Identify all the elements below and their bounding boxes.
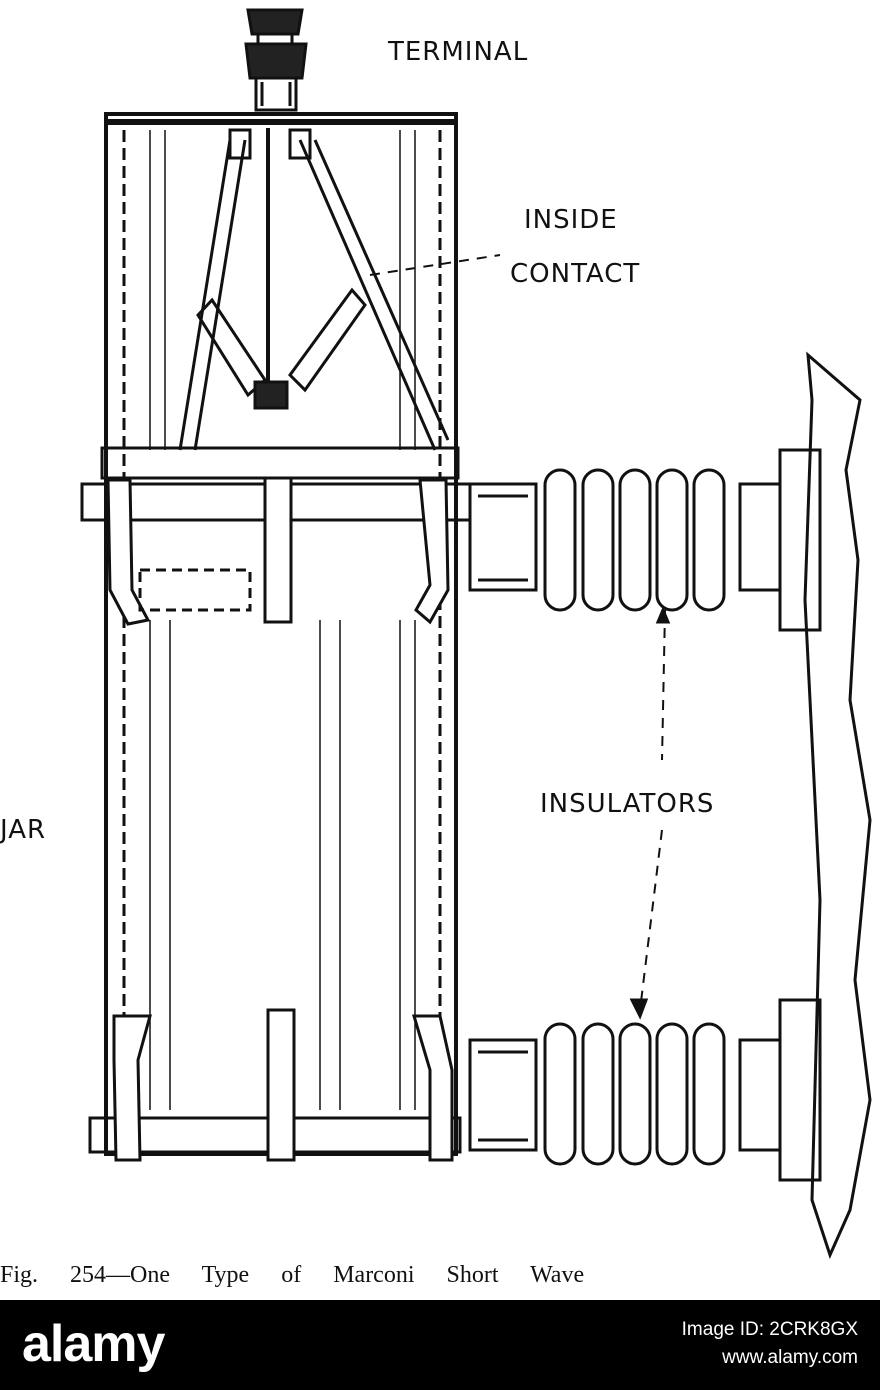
watermark-info: Image ID: 2CRK8GX www.alamy.com <box>682 1316 858 1372</box>
terminal-label: TERMINAL <box>387 37 528 67</box>
insulators-leader-up <box>661 609 666 761</box>
image-id-text: Image ID: 2CRK8GX <box>681 1319 858 1340</box>
jar-label: JAR <box>0 815 46 845</box>
marconi-condenser-diagram: TERMINAL INSIDE CONTACT INSULATORS JAR <box>0 8 872 1260</box>
inside-contact-leader <box>369 254 501 276</box>
insulator-upper <box>468 448 822 632</box>
mounting-bar-upper <box>80 446 474 626</box>
inside-contact-label-line1: INSIDE <box>524 205 618 235</box>
wooden-board <box>803 351 872 1260</box>
watermark-banner: alamy Image ID: 2CRK8GX www.alamy.com <box>0 1300 880 1390</box>
url-text: www.alamy.com <box>722 1347 858 1368</box>
insulators-leader-down <box>639 829 663 1011</box>
inside-contact-label-line2: CONTACT <box>510 259 640 289</box>
insulator-lower <box>468 998 822 1182</box>
mounting-bar-lower <box>88 1008 462 1162</box>
alamy-logo: alamy <box>22 1315 165 1373</box>
terminal-post <box>244 8 308 112</box>
insulators-label: INSULATORS <box>540 789 714 819</box>
inside-contact-spider <box>178 128 450 451</box>
figure-caption: Fig. 254—One Type of Marconi Short Wave <box>0 1262 585 1288</box>
glass-jar <box>104 112 458 1156</box>
